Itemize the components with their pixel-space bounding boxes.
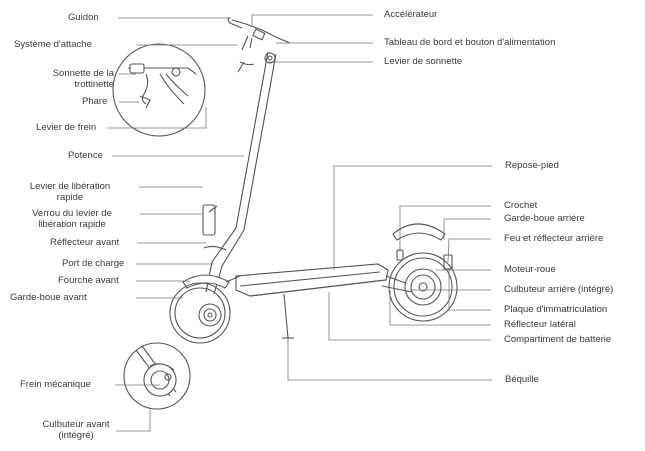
label-systeme-attache: Système d'attache	[14, 39, 92, 50]
front-wheel	[169, 282, 231, 344]
label-levier-sonnette: Levier de sonnette	[384, 56, 463, 67]
label-reflecteur-lateral: Réflecteur latéral	[504, 319, 576, 330]
label-verrou-levier: Verrou du levier de libération rapide	[6, 208, 138, 230]
label-fourche-avant: Fourche avant	[58, 275, 119, 286]
label-compartiment-batterie: Compartiment de batterie	[504, 334, 612, 345]
label-culbuteur-avant-line2: (intégré)	[58, 430, 94, 441]
label-levier-liberation-line2: rapide	[56, 192, 84, 203]
label-feu-reflecteur-arriere: Feu et réflecteur arrière	[504, 233, 604, 244]
label-verrou-line2: libération rapide	[38, 219, 106, 230]
label-plaque-immatriculation: Plaque d'immatriculation	[504, 304, 608, 315]
label-phare: Phare	[82, 96, 108, 107]
label-potence: Potence	[68, 150, 103, 161]
label-guidon: Guidon	[68, 12, 99, 23]
label-crochet: Crochet	[504, 200, 538, 211]
label-garde-boue-arriere: Garde-boue arrière	[504, 213, 585, 224]
label-verrou-line1: Verrou du levier de	[32, 208, 112, 219]
label-frein-mecanique: Frein mécanique	[20, 379, 91, 390]
label-bequille: Béquille	[505, 374, 539, 385]
label-tableau-bord: Tableau de bord et bouton d'alimentation	[384, 37, 556, 48]
deck	[225, 263, 389, 297]
leader-lines-right	[251, 14, 492, 381]
label-garde-boue-avant: Garde-boue avant	[10, 292, 87, 303]
detail-circle-brake	[123, 342, 191, 410]
label-accelerateur: Accélérateur	[384, 9, 438, 20]
label-moteur-roue: Moteur-roue	[504, 264, 556, 275]
neck-and-fork	[182, 204, 245, 295]
stem	[235, 51, 277, 231]
label-sonnette-trottinette: Sonnette de la trottinette	[30, 68, 114, 90]
label-repose-pied: Repose-pied	[505, 160, 559, 171]
label-culbuteur-avant: Culbuteur avant (intégré)	[36, 419, 116, 441]
rear-assembly	[381, 223, 458, 322]
leader-lines-left	[108, 17, 244, 432]
handlebar	[227, 16, 291, 64]
label-sonnette-line2: trottinette	[74, 79, 114, 90]
detail-circle-handlebar	[112, 43, 206, 137]
label-port-charge: Port de charge	[62, 258, 125, 269]
label-levier-frein: Levier de frein	[36, 122, 97, 133]
label-culbuteur-avant-line1: Culbuteur avant	[42, 419, 110, 430]
label-levier-liberation-line1: Levier de libération	[29, 181, 111, 192]
label-sonnette-line1: Sonnette de la	[52, 68, 114, 79]
kickstand	[282, 293, 294, 339]
label-culbuteur-arriere: Culbuteur arrière (intégré)	[504, 284, 614, 295]
label-reflecteur-avant: Réflecteur avant	[50, 237, 120, 248]
label-levier-liberation: Levier de libération rapide	[4, 181, 136, 203]
